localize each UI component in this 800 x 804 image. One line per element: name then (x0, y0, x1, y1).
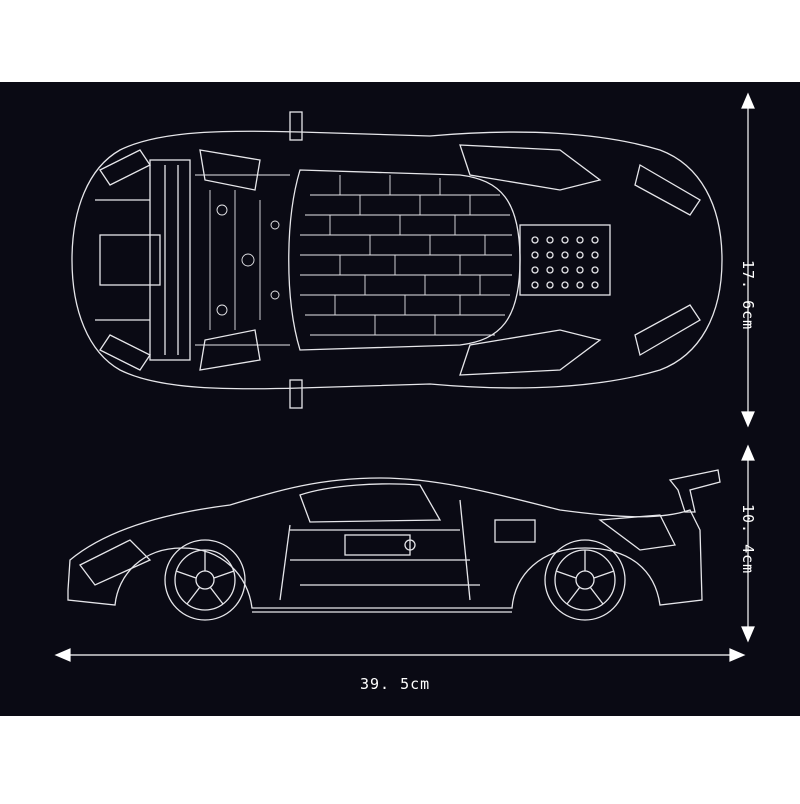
length-dimension-arrow (54, 648, 746, 662)
height-label: 10. 4cm (739, 504, 757, 575)
top-view-mirror-upper (289, 111, 303, 141)
height-dimension-arrow (741, 444, 755, 643)
side-view-window (299, 483, 442, 523)
side-view-drawing (67, 469, 721, 621)
side-view-front-wheel (164, 539, 246, 621)
width-label: 17. 6cm (739, 260, 757, 331)
side-view-body-outline (67, 477, 703, 609)
side-view-rear-wheel (544, 539, 626, 621)
background-panel (0, 82, 800, 716)
top-view-drawing (71, 111, 723, 409)
top-view-mirror-lower (289, 379, 303, 409)
width-dimension-arrow (741, 92, 755, 428)
top-view-body-outline (71, 130, 723, 390)
side-view-rear-wing (668, 469, 721, 513)
top-view-rear-deck (149, 159, 191, 361)
top-view-front-hood (519, 224, 611, 296)
top-view-cabin (288, 169, 521, 351)
length-label: 39. 5cm (360, 675, 431, 693)
